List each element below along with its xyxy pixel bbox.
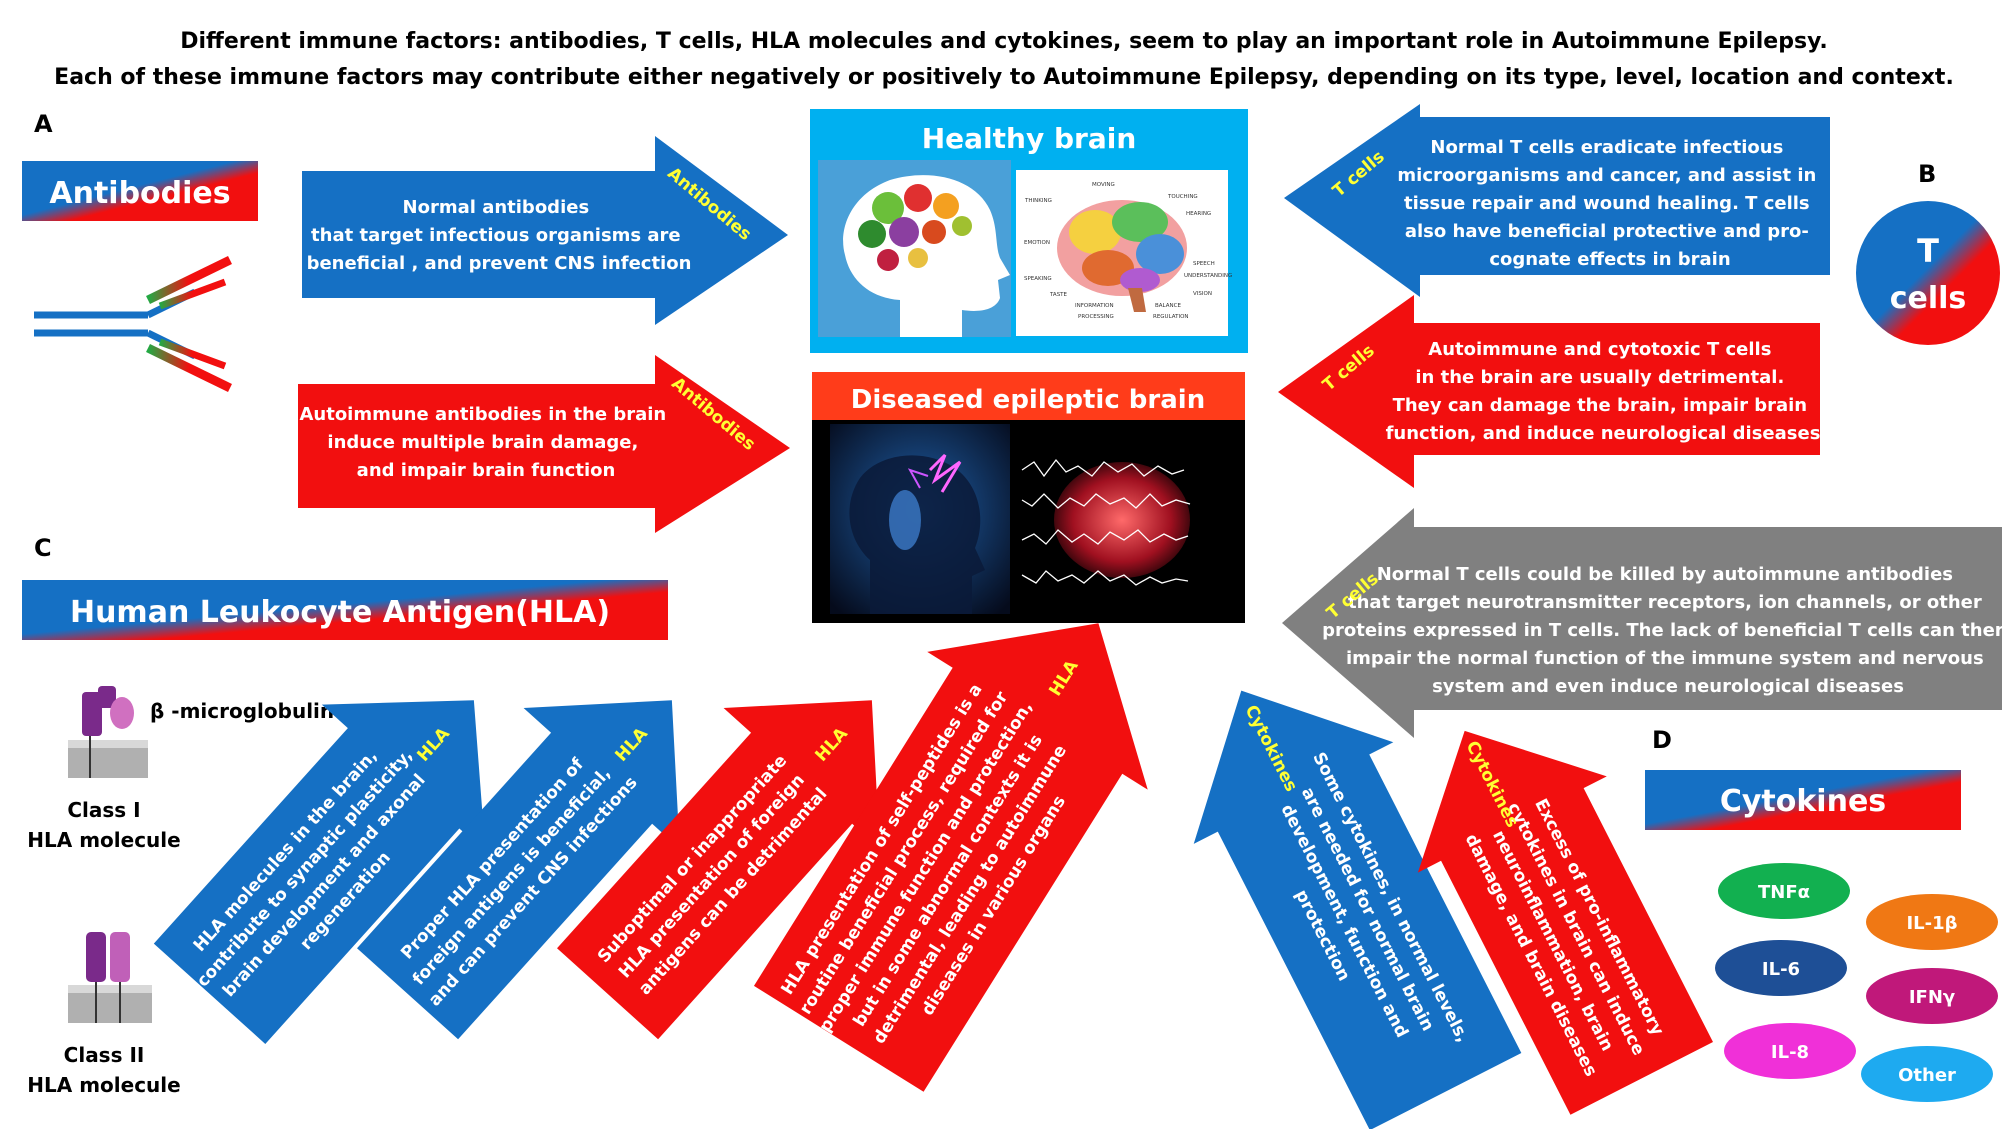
autoimmune-tcells-line-2: in the brain are usually detrimental.: [1415, 367, 1784, 388]
antibody-icon: [34, 255, 232, 393]
cytokine-il8-label: IL-8: [1771, 1042, 1809, 1063]
normal-antibodies-line-1: Normal antibodies: [403, 197, 590, 218]
brain-label-moving: MOVING: [1092, 182, 1115, 188]
brain-label-understanding: UNDERSTANDING: [1184, 273, 1232, 279]
svg-text:Normal T cells eradicate infec: Normal T cells eradicate infectious micr…: [1397, 137, 1822, 270]
autoimmune-antibodies-line-2: induce multiple brain damage,: [327, 432, 638, 453]
normal-tcells-line-4: also have beneficial protective and pro-: [1405, 221, 1809, 242]
cytokines-title-banner: Cytokines: [1645, 770, 1961, 830]
autoimmune-antibodies-line-1: Autoimmune antibodies in the brain: [299, 404, 666, 425]
healthy-brain-panel: Healthy brain THINKING: [810, 109, 1248, 353]
panel-letter-c: C: [34, 534, 52, 562]
autoimmune-tcells-line-3: They can damage the brain, impair brain: [1393, 395, 1808, 416]
panel-letter-b: B: [1918, 160, 1936, 188]
antibodies-title: Antibodies: [49, 176, 230, 211]
cytokine-tnfa-label: TNFα: [1758, 882, 1810, 903]
headache-image: [830, 424, 1010, 614]
svg-text:Autoimmune antibodies in the b: Autoimmune antibodies in the brain induc…: [299, 404, 672, 481]
cytokine-il6-label: IL-6: [1762, 959, 1800, 980]
svg-text:Autoimmune and cytotoxic T cel: Autoimmune and cytotoxic T cells in the …: [1386, 339, 1821, 444]
class1-label-line-2: HLA molecule: [27, 828, 180, 852]
cytokine-other-label: Other: [1898, 1065, 1956, 1086]
panel-letter-d: D: [1652, 726, 1672, 754]
cytokine-ifng-label: IFNγ: [1909, 987, 1955, 1008]
hla-title: Human Leukocyte Antigen(HLA): [70, 595, 610, 630]
brain-label-hearing: HEARING: [1186, 211, 1211, 217]
brain-label-taste: TASTE: [1049, 292, 1068, 298]
brain-label-touching: TOUCHING: [1167, 194, 1198, 200]
tcells-circle-line-1: T: [1917, 232, 1939, 270]
eeg-brain-image: [1021, 458, 1191, 586]
class1-label-line-1: Class I: [67, 798, 140, 822]
cytokine-ifng: IFNγ: [1866, 968, 1998, 1024]
healthy-brain-title: Healthy brain: [922, 122, 1137, 155]
killed-tcells-line-3: proteins expressed in T cells. The lack …: [1322, 620, 2008, 641]
autoimmune-tcells-line-1: Autoimmune and cytotoxic T cells: [1428, 339, 1771, 360]
killed-tcells-line-2: that target neurotransmitter receptors, …: [1348, 592, 1982, 613]
header-line-2: Each of these immune factors may contrib…: [54, 65, 1954, 90]
brain-label-thinking: THINKING: [1024, 198, 1052, 204]
normal-tcells-arrow: Normal T cells eradicate infectious micr…: [1284, 104, 1830, 297]
brain-function-map-image: THINKING MOVING TOUCHING HEARING EMOTION…: [1016, 170, 1232, 336]
svg-text:Normal antibodies that t: Normal antibodies that target infectious…: [307, 197, 692, 274]
diseased-brain-panel: Diseased epileptic brain: [812, 372, 1245, 623]
cytokine-il1b: IL-1β: [1866, 894, 1998, 950]
cytokine-tnfa: TNFα: [1718, 863, 1850, 919]
cytokines-title: Cytokines: [1720, 784, 1886, 819]
brain-label-balance: BALANCE: [1155, 303, 1181, 309]
header-line-1: Different immune factors: antibodies, T …: [180, 29, 1828, 54]
autoimmune-antibodies-arrow: Autoimmune antibodies in the brain induc…: [298, 355, 790, 533]
brain-label-regulation: REGULATION: [1153, 314, 1189, 320]
normal-tcells-line-3: tissue repair and wound healing. T cells: [1404, 193, 1810, 214]
cytokine-il8: IL-8: [1724, 1023, 1856, 1079]
normal-antibodies-arrow: Normal antibodies that target infectious…: [302, 136, 788, 325]
class2-label-line-2: HLA molecule: [27, 1073, 180, 1097]
cytokine-il6: IL-6: [1715, 940, 1847, 996]
brain-label-speaking: SPEAKING: [1024, 276, 1052, 282]
normal-antibodies-line-2: that target infectious organisms are: [311, 225, 681, 246]
tcells-circle: T cells: [1856, 201, 2000, 345]
svg-text:Normal T cells could be killed: Normal T cells could be killed by autoim…: [1322, 564, 2008, 697]
tcells-circle-line-2: cells: [1890, 281, 1967, 316]
brain-label-information: INFORMATION: [1075, 303, 1114, 309]
hla-title-banner: Human Leukocyte Antigen(HLA): [22, 580, 668, 640]
killed-tcells-arrow: Normal T cells could be killed by autoim…: [1282, 508, 2008, 738]
brain-label-vision: VISION: [1193, 291, 1212, 297]
brain-label-processing: PROCESSING: [1078, 314, 1114, 320]
hla-class1-icon: [68, 686, 148, 778]
brain-label-speech: SPEECH: [1193, 261, 1215, 267]
healthy-head-image: [818, 160, 1011, 337]
cytokine-other: Other: [1861, 1046, 1993, 1102]
antibodies-title-banner: Antibodies: [22, 161, 258, 221]
class2-label-line-1: Class II: [64, 1043, 145, 1067]
killed-tcells-line-5: system and even induce neurological dise…: [1432, 676, 1904, 697]
normal-tcells-line-5: cognate effects in brain: [1489, 249, 1730, 270]
diseased-brain-title: Diseased epileptic brain: [851, 385, 1205, 415]
cytokine-bubbles: TNFα IL-1β IL-6 IFNγ IL-8 Other: [1715, 863, 1998, 1102]
cytokine-il1b-label: IL-1β: [1906, 913, 1957, 934]
hla-class2-icon: [68, 932, 152, 1023]
autoimmune-tcells-arrow: Autoimmune and cytotoxic T cells in the …: [1278, 295, 1820, 488]
autoimmune-tcells-line-4: function, and induce neurological diseas…: [1386, 423, 1821, 444]
killed-tcells-line-4: impair the normal function of the immune…: [1346, 648, 1984, 669]
autoimmune-antibodies-line-3: and impair brain function: [357, 460, 616, 481]
normal-tcells-line-1: Normal T cells eradicate infectious: [1430, 137, 1783, 158]
normal-antibodies-line-3: beneficial , and prevent CNS infection: [307, 253, 692, 274]
panel-letter-a: A: [34, 110, 53, 138]
killed-tcells-line-1: Normal T cells could be killed by autoim…: [1377, 564, 1953, 585]
beta-microglobulin-label: β -microglobulin: [150, 699, 334, 723]
normal-tcells-line-2: microorganisms and cancer, and assist in: [1397, 165, 1816, 186]
brain-label-emotion: EMOTION: [1024, 240, 1050, 246]
